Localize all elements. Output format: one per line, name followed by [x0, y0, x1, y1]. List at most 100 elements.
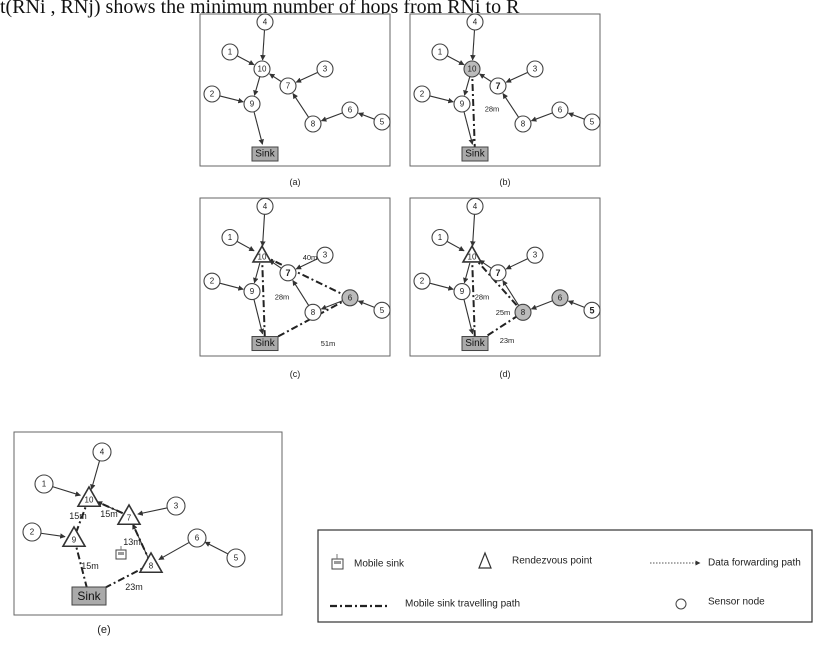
node-label: 5 [589, 305, 594, 315]
node-label: 5 [380, 118, 385, 127]
data-forwarding-edge [236, 55, 255, 66]
data-forwarding-edge [253, 262, 261, 284]
node-label: 9 [460, 287, 465, 296]
node-label: 8 [521, 120, 526, 129]
node-label: 5 [234, 554, 239, 563]
sensor-node-6: 6 [187, 528, 207, 548]
node-label: 4 [263, 18, 268, 27]
data-forwarding-edge [260, 29, 266, 61]
node-label: 8 [311, 120, 316, 129]
rendezvous-point-8: 8 [138, 551, 164, 574]
sensor-node-5: 5 [226, 548, 246, 568]
data-forwarding-edge [219, 95, 244, 104]
data-forwarding-edge [479, 73, 492, 83]
sink-node: Sink [461, 336, 489, 352]
sensor-node-2: 2 [413, 85, 431, 103]
data-forwarding-edge [260, 214, 266, 247]
sensor-node-5: 5 [583, 301, 601, 319]
node-label: 8 [149, 562, 154, 571]
sensor-node-4: 4 [466, 13, 484, 31]
sink-label: Sink [465, 149, 485, 160]
data-forwarding-edge [470, 214, 476, 247]
mobile-sink-path [128, 515, 152, 565]
node-label: 6 [348, 106, 353, 115]
data-forwarding-edge [204, 541, 230, 555]
rendezvous-point-7: 7 [116, 503, 142, 526]
sensor-node-8: 8 [304, 115, 322, 133]
data-forwarding-edge [502, 93, 520, 118]
data-forwarding-edge [463, 299, 475, 335]
data-forwarding-edge [320, 300, 343, 310]
mobile-sink-path [474, 311, 524, 345]
panel-frame [13, 431, 283, 616]
sensor-node-3: 3 [316, 60, 334, 78]
data-forwarding-edge [463, 262, 471, 284]
sink-node: Sink [461, 146, 489, 162]
node-label: 10 [468, 253, 477, 262]
data-forwarding-edge [39, 532, 66, 539]
distance-label: 28m [485, 105, 500, 114]
mobile-sink-path [88, 497, 130, 517]
node-label: 3 [533, 251, 538, 260]
sensor-node-8: 8 [304, 303, 322, 321]
mobile-sink-icon [115, 546, 127, 560]
node-label: 6 [558, 293, 563, 302]
sensor-node-1: 1 [221, 228, 239, 247]
sensor-node-4: 4 [466, 197, 484, 215]
sink-label: Sink [255, 338, 275, 349]
data-forwarding-edge [295, 71, 318, 83]
sensor-node-10: 10 [253, 60, 271, 78]
data-forwarding-edge [51, 485, 81, 497]
data-forwarding-edge [530, 112, 553, 122]
data-forwarding-edge [505, 258, 529, 270]
legend-mobile-sink-label: Mobile sink [354, 559, 405, 570]
node-label: 1 [228, 48, 233, 57]
node-label: 9 [250, 287, 255, 296]
data-forwarding-edge [253, 76, 261, 96]
data-forwarding-edge [137, 507, 169, 516]
data-forwarding-edge [567, 112, 585, 120]
distance-label: 51m [321, 339, 336, 348]
sensor-node-9: 9 [243, 95, 261, 113]
data-forwarding-edge [429, 282, 454, 291]
node-label: 10 [258, 253, 267, 262]
panel-caption: (c) [290, 369, 301, 379]
sink-label: Sink [255, 149, 275, 160]
data-forwarding-edge [90, 459, 101, 490]
distance-label: 40m [303, 253, 318, 262]
node-label: 9 [72, 536, 77, 545]
rendezvous-point-10: 10 [461, 244, 483, 263]
mobile-sink-path [73, 537, 90, 597]
data-forwarding-edge [269, 73, 282, 83]
sensor-node-6: 6 [341, 101, 359, 119]
data-forwarding-edge [219, 282, 244, 291]
node-label: 7 [495, 81, 500, 91]
data-forwarding-edge [357, 300, 375, 308]
node-label: 2 [210, 277, 215, 286]
sensor-node-9: 9 [243, 283, 261, 301]
mobile-sink-path [471, 254, 524, 314]
sensor-node-9: 9 [453, 95, 471, 113]
distance-label: 15m [69, 511, 87, 521]
data-forwarding-edge [502, 279, 520, 306]
mobile-sink-path [264, 296, 351, 345]
distance-label: 28m [475, 292, 490, 301]
node-label: 4 [100, 448, 105, 457]
data-forwarding-edge [320, 112, 343, 122]
distance-label: 28m [275, 292, 290, 301]
sensor-node-4: 4 [92, 442, 112, 462]
data-forwarding-edge [567, 300, 585, 308]
node-label: 4 [263, 202, 268, 211]
node-label: 6 [558, 106, 563, 115]
node-label: 5 [380, 306, 385, 315]
data-forwarding-edge [292, 279, 310, 306]
node-label: 4 [473, 18, 478, 27]
node-label: 7 [285, 268, 290, 278]
sensor-node-1: 1 [431, 43, 449, 61]
